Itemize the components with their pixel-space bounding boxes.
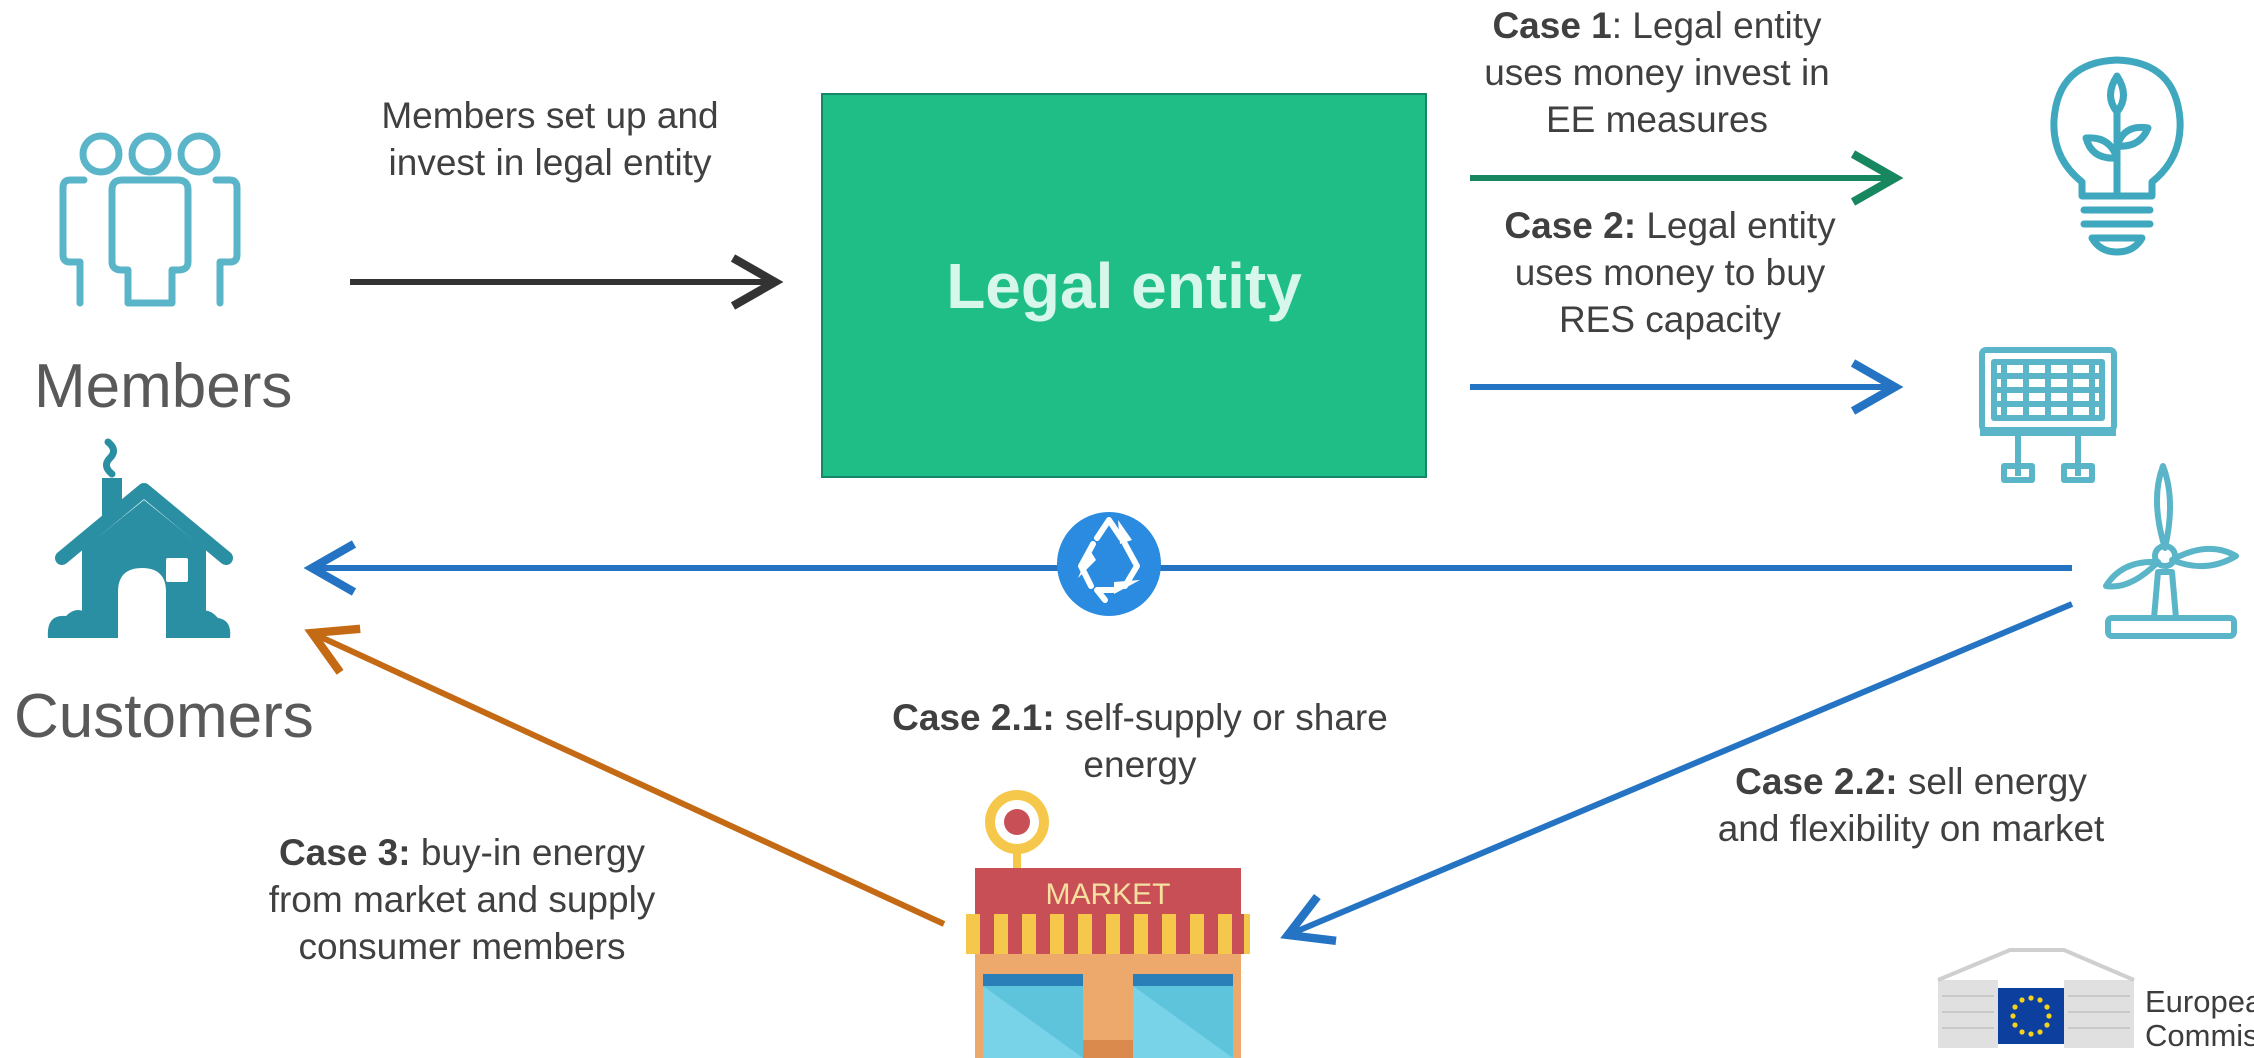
- legal-entity-box: Legal entity: [821, 93, 1427, 478]
- case21-text: Case 2.1: self-supply or share energy: [870, 694, 1410, 788]
- market-store-icon: MARKET: [966, 790, 1250, 1058]
- wind-turbine-icon: [2103, 463, 2239, 639]
- case22-description: sell energy and flexibility on market: [1717, 761, 2105, 849]
- case21-description: self-supply or share energy: [1054, 697, 1388, 785]
- ec-line1: European: [2145, 984, 2254, 1019]
- case3-title: Case 3:: [278, 832, 411, 873]
- solar-panel-icon: [1979, 347, 2117, 483]
- house-icon: [47, 438, 233, 638]
- customers-label: Customers: [14, 682, 314, 751]
- european-commission-text: European Commissi: [2145, 985, 2254, 1053]
- case3-arrow: [304, 624, 946, 927]
- case3-description: buy-in energy from market and supply con…: [268, 832, 656, 967]
- eu-commission-logo: [1937, 948, 2135, 1048]
- case2-description: Legal entity uses money to buy RES capac…: [1514, 205, 1836, 340]
- case22-title: Case 2.2:: [1735, 761, 1898, 802]
- case2-title: Case 2:: [1504, 205, 1637, 246]
- members-label: Members: [34, 352, 293, 421]
- recycle-icon: [1057, 512, 1161, 616]
- case3-text: Case 3: buy-in energy from market and su…: [262, 829, 662, 970]
- case1-description: : Legal entity uses money invest in EE m…: [1484, 5, 1830, 140]
- case21-title: Case 2.1:: [892, 697, 1055, 738]
- case2-text: Case 2: Legal entity uses money to buy R…: [1490, 202, 1850, 343]
- case1-title: Case 1: [1492, 5, 1612, 46]
- members-group-icon: [59, 132, 241, 307]
- case22-text: Case 2.2: sell energy and flexibility on…: [1716, 758, 2106, 852]
- members-invest-text: Members set up and invest in legal entit…: [360, 92, 740, 186]
- case22-arrow: [1280, 601, 2074, 945]
- market-sign-label: MARKET: [1045, 878, 1170, 911]
- lightbulb-plant-icon: [2050, 56, 2184, 256]
- case1-text: Case 1: Legal entity uses money invest i…: [1462, 2, 1852, 143]
- ec-line2: Commissi: [2145, 1018, 2254, 1053]
- members-invest-label: Members set up and invest in legal entit…: [381, 95, 719, 183]
- legal-entity-label: Legal entity: [946, 249, 1302, 322]
